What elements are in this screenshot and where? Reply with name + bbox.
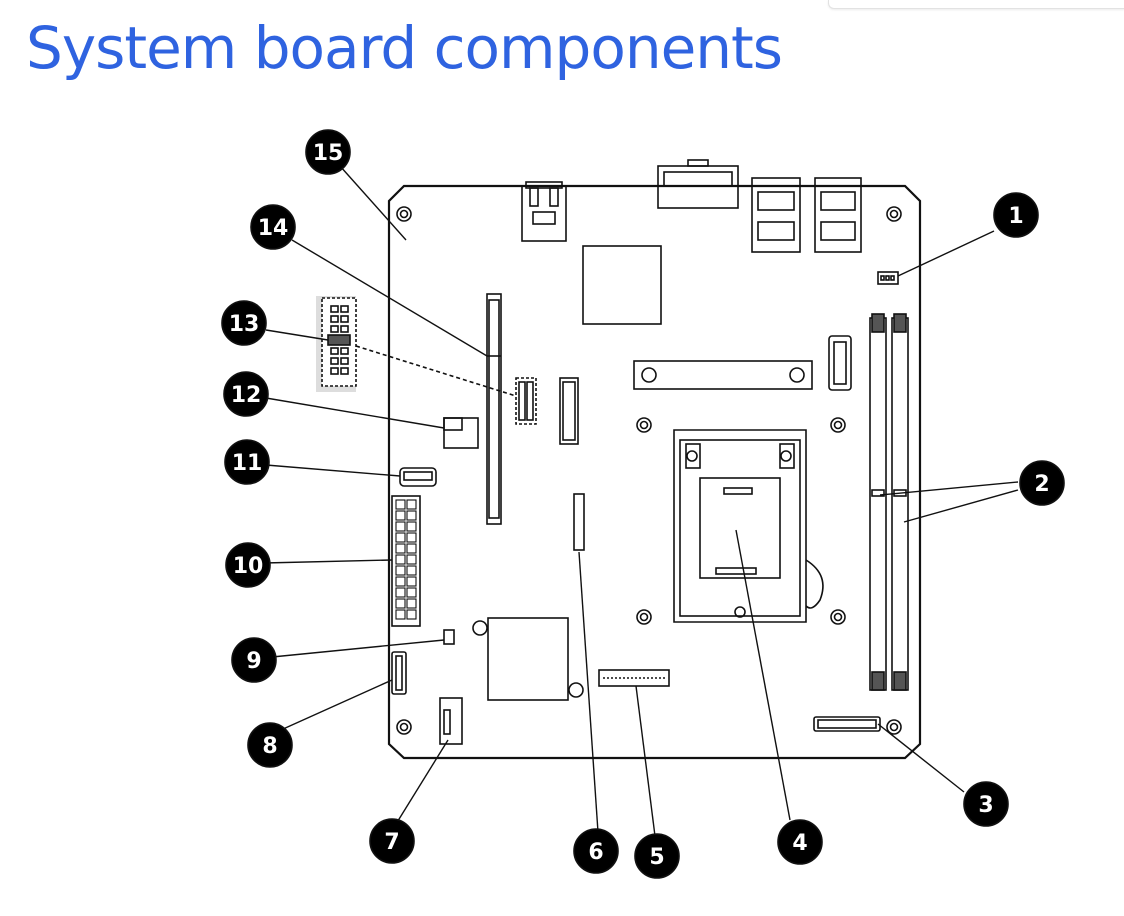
microsd-slot bbox=[443, 417, 479, 449]
svg-text:5: 5 bbox=[649, 845, 664, 870]
small-pin-connector bbox=[443, 629, 455, 645]
processor-socket bbox=[673, 429, 824, 623]
svg-text:2: 2 bbox=[1034, 472, 1049, 497]
heatsink-bracket bbox=[633, 360, 813, 390]
front-panel-header bbox=[598, 669, 670, 687]
heatsink-plate bbox=[472, 617, 584, 701]
sata-connector bbox=[391, 651, 407, 695]
svg-text:1: 1 bbox=[1008, 204, 1023, 229]
svg-text:3: 3 bbox=[978, 793, 993, 818]
chipset-square bbox=[582, 245, 662, 325]
svg-text:15: 15 bbox=[313, 141, 344, 166]
mid-slots bbox=[559, 377, 585, 551]
callout-4: 4 bbox=[777, 819, 823, 865]
jumper-block bbox=[316, 296, 357, 392]
callout-10: 10 bbox=[225, 542, 271, 588]
board-outline bbox=[387, 184, 922, 760]
system-header bbox=[515, 377, 537, 425]
svg-text:11: 11 bbox=[232, 451, 263, 476]
callout-13: 13 bbox=[221, 300, 267, 346]
callout-3: 3 bbox=[963, 781, 1009, 827]
svg-text:4: 4 bbox=[792, 831, 807, 856]
callout-6: 6 bbox=[573, 828, 619, 874]
bottom-right-connector bbox=[813, 716, 881, 732]
jumper-dashed-link bbox=[355, 345, 517, 397]
callout-15: 15 bbox=[305, 129, 351, 175]
rear-io-connectors bbox=[521, 159, 862, 253]
svg-text:12: 12 bbox=[231, 383, 262, 408]
callout-7: 7 bbox=[369, 818, 415, 864]
dimm-slots bbox=[869, 313, 909, 691]
svg-text:14: 14 bbox=[258, 216, 289, 241]
mounting-holes bbox=[396, 206, 902, 735]
callout-11: 11 bbox=[224, 439, 270, 485]
internal-usb-connector bbox=[399, 467, 437, 487]
callout-14: 14 bbox=[250, 204, 296, 250]
svg-text:10: 10 bbox=[233, 554, 264, 579]
callout-8: 8 bbox=[247, 722, 293, 768]
svg-text:8: 8 bbox=[262, 734, 277, 759]
callout-1: 1 bbox=[993, 192, 1039, 238]
svg-text:6: 6 bbox=[588, 840, 603, 865]
callout-12: 12 bbox=[223, 371, 269, 417]
callout-2: 2 bbox=[1019, 460, 1065, 506]
bottom-connector bbox=[439, 697, 463, 745]
leader-lines bbox=[261, 165, 1019, 837]
svg-text:13: 13 bbox=[229, 312, 260, 337]
callout-9: 9 bbox=[231, 637, 277, 683]
svg-text:9: 9 bbox=[246, 649, 261, 674]
svg-text:7: 7 bbox=[384, 830, 399, 855]
pcie-slot bbox=[486, 293, 502, 525]
power-connector bbox=[391, 495, 421, 627]
callout-5: 5 bbox=[634, 833, 680, 879]
page-title: System board components bbox=[26, 14, 783, 82]
browser-toolbar-edge bbox=[828, 0, 1124, 9]
fan-connector bbox=[877, 271, 899, 285]
sata-vertical-connector bbox=[828, 335, 852, 391]
